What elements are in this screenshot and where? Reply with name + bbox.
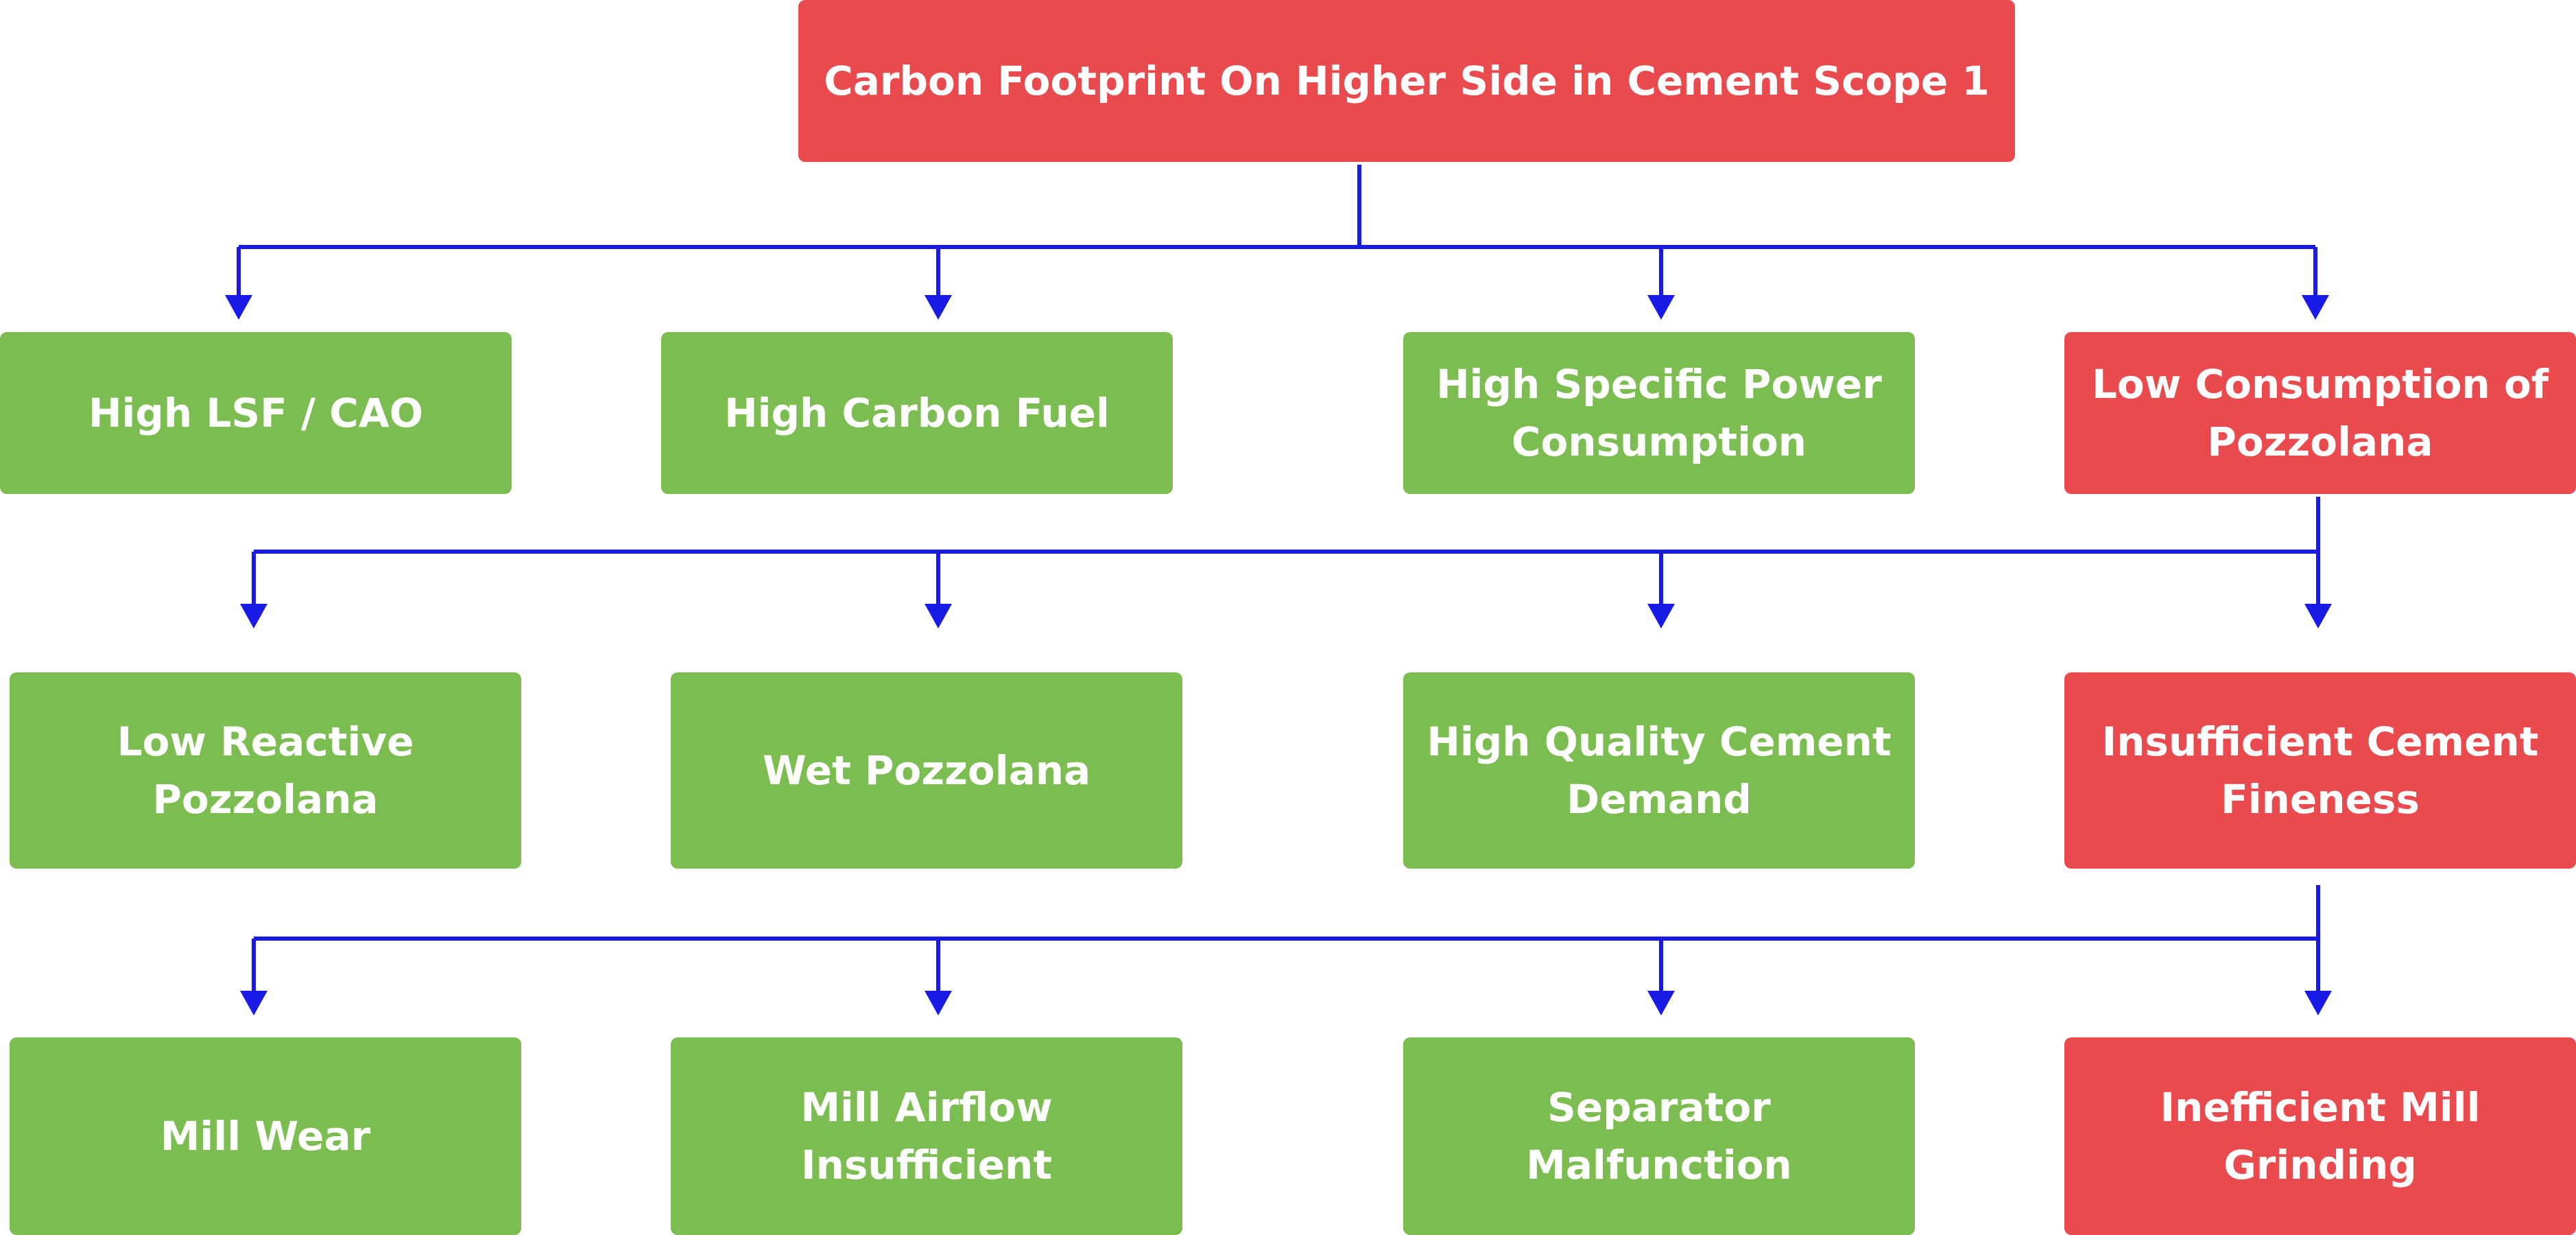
node-text: Wet Pozzolana: [762, 747, 1091, 794]
arrow-head: [2304, 604, 2332, 628]
node-text: Low Reactive Pozzolana: [117, 718, 414, 823]
level2-node-low-reactive-pozzolana: Low Reactive Pozzolana: [10, 672, 521, 869]
arrow-head: [1647, 295, 1675, 320]
root-node-label: Carbon Footprint On Higher Side in Cemen…: [824, 58, 1990, 104]
node-text: Insufficient Cement Fineness: [2101, 718, 2539, 823]
level3-node-inefficient-mill-grinding: Inefficient Mill Grinding: [2064, 1037, 2576, 1235]
level1-node-high-specific-power-consumption: High Specific Power Consumption: [1403, 332, 1915, 494]
arrow-head: [225, 295, 252, 320]
arrow-head: [2304, 991, 2332, 1015]
node-text: Mill Airflow Insufficient: [800, 1084, 1053, 1188]
root-node: Carbon Footprint On Higher Side in Cemen…: [798, 0, 2015, 162]
level2-node-wet-pozzolana: Wet Pozzolana: [671, 672, 1182, 869]
arrow-head: [925, 295, 952, 320]
arrow-head: [1647, 604, 1675, 628]
level2-node-insufficient-cement-fineness: Insufficient Cement Fineness: [2064, 672, 2576, 869]
arrow-head: [240, 604, 267, 628]
arrow-head: [240, 991, 267, 1015]
node-text: High Quality Cement Demand: [1427, 718, 1892, 823]
arrow-head: [2302, 295, 2329, 320]
level1-node-low-consumption-of-pozzolana: Low Consumption of Pozzolana: [2064, 332, 2576, 494]
level2-node-high-quality-cement-demand: High Quality Cement Demand: [1403, 672, 1915, 869]
node-text: Inefficient Mill Grinding: [2160, 1084, 2481, 1188]
arrow-head: [1647, 991, 1675, 1015]
arrow-head: [925, 604, 952, 628]
node-text: Separator Malfunction: [1526, 1084, 1792, 1188]
node-text: Mill Wear: [160, 1113, 371, 1160]
level3-node-separator-malfunction: Separator Malfunction: [1403, 1037, 1915, 1235]
node-text: High LSF / CAO: [88, 390, 424, 436]
node-text: High Specific Power Consumption: [1436, 361, 1882, 465]
level3-node-mill-airflow-insufficient: Mill Airflow Insufficient: [671, 1037, 1182, 1235]
level1-node-high-lsf-cao: High LSF / CAO: [0, 332, 512, 494]
level1-node-high-carbon-fuel: High Carbon Fuel: [661, 332, 1173, 494]
node-text: Low Consumption of Pozzolana: [2091, 361, 2549, 465]
level3-node-mill-wear: Mill Wear: [10, 1037, 521, 1235]
node-text: High Carbon Fuel: [724, 390, 1110, 436]
arrow-head: [925, 991, 952, 1015]
